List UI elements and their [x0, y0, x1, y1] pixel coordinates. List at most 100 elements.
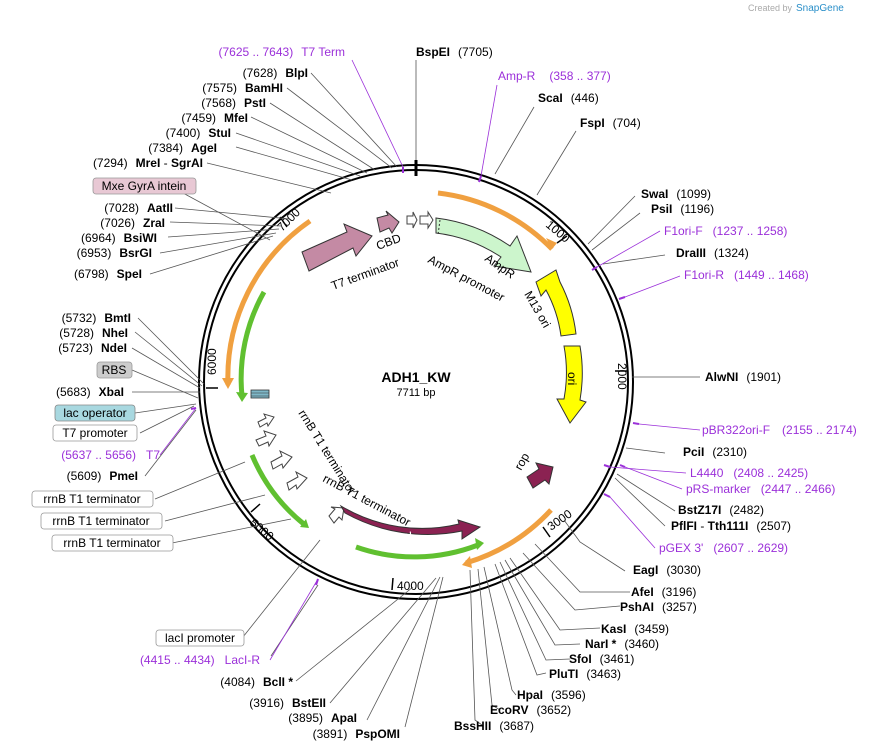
primer-labels: (7625 .. 7643)T7 Term Amp-R(358 .. 377) … — [61, 45, 856, 667]
enzyme-bamhi: (7575)BamHI — [202, 81, 283, 95]
tick-3000 — [542, 526, 551, 538]
watermark-brand: SnapGene — [796, 3, 844, 14]
box-rrnb-3: rrnB T1 terminator — [51, 534, 174, 552]
primer-t7: (5637 .. 5656)T7 — [61, 448, 160, 462]
primer-pbr322ori-f: pBR322ori-F(2155 .. 2174) — [702, 423, 857, 437]
orange-arc-bottom — [465, 508, 553, 566]
enzyme-labels: BspEI(7705) ScaI(446) FspI(704) SwaI(109… — [56, 45, 791, 741]
t7-tag-arrow — [301, 223, 373, 272]
enzyme-spei: (6798)SpeI — [74, 267, 142, 281]
box-mxe-gyra-intein-text: Mxe GyrA intein — [102, 179, 187, 193]
box-t7-promoter-text: T7 promoter — [62, 426, 127, 440]
green-arc-bottom — [355, 542, 479, 560]
enzyme-stui: (7400)StuI — [166, 126, 231, 140]
enzyme-hpai: HpaI(3596) — [517, 688, 586, 702]
orange-arc-bottom-head — [462, 556, 472, 568]
small-markers — [255, 210, 434, 524]
m13-ori-arrow — [535, 269, 577, 337]
box-mxe-gyra-intein: Mxe GyrA intein — [92, 177, 197, 195]
rop-label: rop — [511, 450, 532, 472]
tick-label-4000: 4000 — [397, 579, 424, 593]
primer-f1ori-f: F1ori-F(1237 .. 1258) — [664, 224, 787, 238]
enzyme-afei: AfeI(3196) — [631, 585, 696, 599]
box-rbs-text: RBS — [102, 363, 127, 377]
cbd-arrow — [376, 210, 400, 234]
ori-label: ori — [565, 372, 579, 385]
enzyme-psti: (7568)PstI — [201, 96, 266, 110]
plasmid-name: ADH1_KW — [381, 369, 451, 385]
enzyme-nari: NarI *(3460) — [585, 637, 659, 651]
box-laci-promoter-text: lacI promoter — [165, 631, 235, 645]
primer-amp-r: Amp-R(358 .. 377) — [498, 69, 611, 83]
enzyme-pcii: PciI(2310) — [683, 445, 747, 459]
box-rrnb-3-text: rrnB T1 terminator — [63, 536, 160, 550]
boxed-labels: Mxe GyrA intein RBS lac operator T7 prom… — [31, 177, 245, 647]
enzyme-scai: ScaI(446) — [538, 91, 599, 105]
enzyme-pflfi: PflFI - Tth111I(2507) — [671, 519, 791, 533]
enzyme-nhei: (5728)NheI — [59, 326, 128, 340]
tick-4000 — [391, 577, 394, 591]
enzyme-mrei: (7294)MreI - SgrAI — [93, 156, 203, 170]
enzyme-agei: (7384)AgeI — [148, 141, 217, 155]
primer-t7-term: (7625 .. 7643)T7 Term — [218, 45, 345, 59]
enzyme-pmei: (5609)PmeI — [67, 469, 138, 483]
box-lac-operator-text: lac operator — [63, 406, 126, 420]
primer-pgex3: pGEX 3'(2607 .. 2629) — [659, 541, 788, 555]
green-arc-lower — [249, 454, 307, 527]
t7-terminator-label: T7 terminator — [329, 255, 401, 293]
tick-5000 — [250, 503, 261, 513]
enzyme-bmti: (5732)BmtI — [62, 311, 131, 325]
rop-arrow — [526, 462, 554, 489]
orange-arc-left-head — [222, 378, 234, 389]
tick-label-6000: 6000 — [205, 348, 219, 375]
enzyme-swai: SwaI(1099) — [641, 187, 711, 201]
enzyme-psii: PsiI(1196) — [651, 202, 714, 216]
enzyme-bcli: (4084)BclI * — [220, 675, 293, 689]
ori-arrow — [556, 345, 587, 424]
enzyme-draiii: DraIII(1324) — [676, 246, 749, 260]
leader-lines — [131, 60, 700, 728]
enzyme-bstz17i: BstZ17I(2482) — [678, 503, 764, 517]
box-lac-operator: lac operator — [54, 404, 136, 422]
enzyme-zrai: (7026)ZraI — [100, 216, 165, 230]
rbs-lac-marker — [250, 389, 270, 399]
laci-label: lacI — [393, 529, 413, 544]
enzyme-xbai: (5683)XbaI — [56, 385, 124, 399]
enzyme-apai: (3895)ApaI — [288, 711, 357, 725]
enzyme-bsteii: (3916)BstEII — [249, 696, 326, 710]
enzyme-fspi: FspI(704) — [580, 116, 641, 130]
tick-marks — [206, 160, 627, 591]
enzyme-mfei: (7459)MfeI — [181, 111, 248, 125]
plasmid-size: 7711 bp — [397, 387, 436, 399]
watermark-prefix: Created by — [748, 3, 793, 13]
enzyme-bsiwi: (6964)BsiWI — [81, 231, 157, 245]
primer-markers — [190, 167, 640, 586]
primer-l4440: L4440(2408 .. 2425) — [690, 466, 808, 480]
enzyme-alwni: AlwNI(1901) — [705, 370, 781, 384]
orange-arc-top-head — [546, 238, 557, 249]
tick-7000 — [279, 216, 288, 228]
box-rbs: RBS — [96, 361, 133, 379]
box-t7-promoter: T7 promoter — [52, 424, 138, 442]
box-rrnb-1: rrnB T1 terminator — [31, 490, 154, 508]
laci-arrow — [339, 504, 482, 540]
enzyme-bsshii: BssHII(3687) — [454, 719, 534, 733]
cbd-label: CBD — [374, 231, 403, 253]
box-rrnb-1-text: rrnB T1 terminator — [43, 492, 140, 506]
enzyme-eagi: EagI(3030) — [633, 563, 701, 577]
primer-leader-lines — [159, 59, 701, 661]
enzyme-pspomi: (3891)PspOMI — [313, 727, 400, 741]
enzyme-ndei: (5723)NdeI — [58, 341, 127, 355]
primer-f1ori-r: F1ori-R(1449 .. 1468) — [684, 268, 809, 282]
enzyme-blpi: (7628)BlpI — [243, 66, 308, 80]
box-rrnb-2: rrnB T1 terminator — [40, 512, 163, 530]
enzyme-pluti: PluTI(3463) — [549, 667, 621, 681]
box-rrnb-2-text: rrnB T1 terminator — [52, 514, 149, 528]
box-laci-promoter: lacI promoter — [155, 629, 245, 647]
enzyme-aatii: (7028)AatII — [104, 201, 173, 215]
orange-arc-top — [437, 190, 554, 251]
enzyme-bspei: BspEI(7705) — [416, 45, 493, 59]
orange-arc-left — [225, 218, 312, 386]
ampr-arrow — [435, 217, 532, 273]
